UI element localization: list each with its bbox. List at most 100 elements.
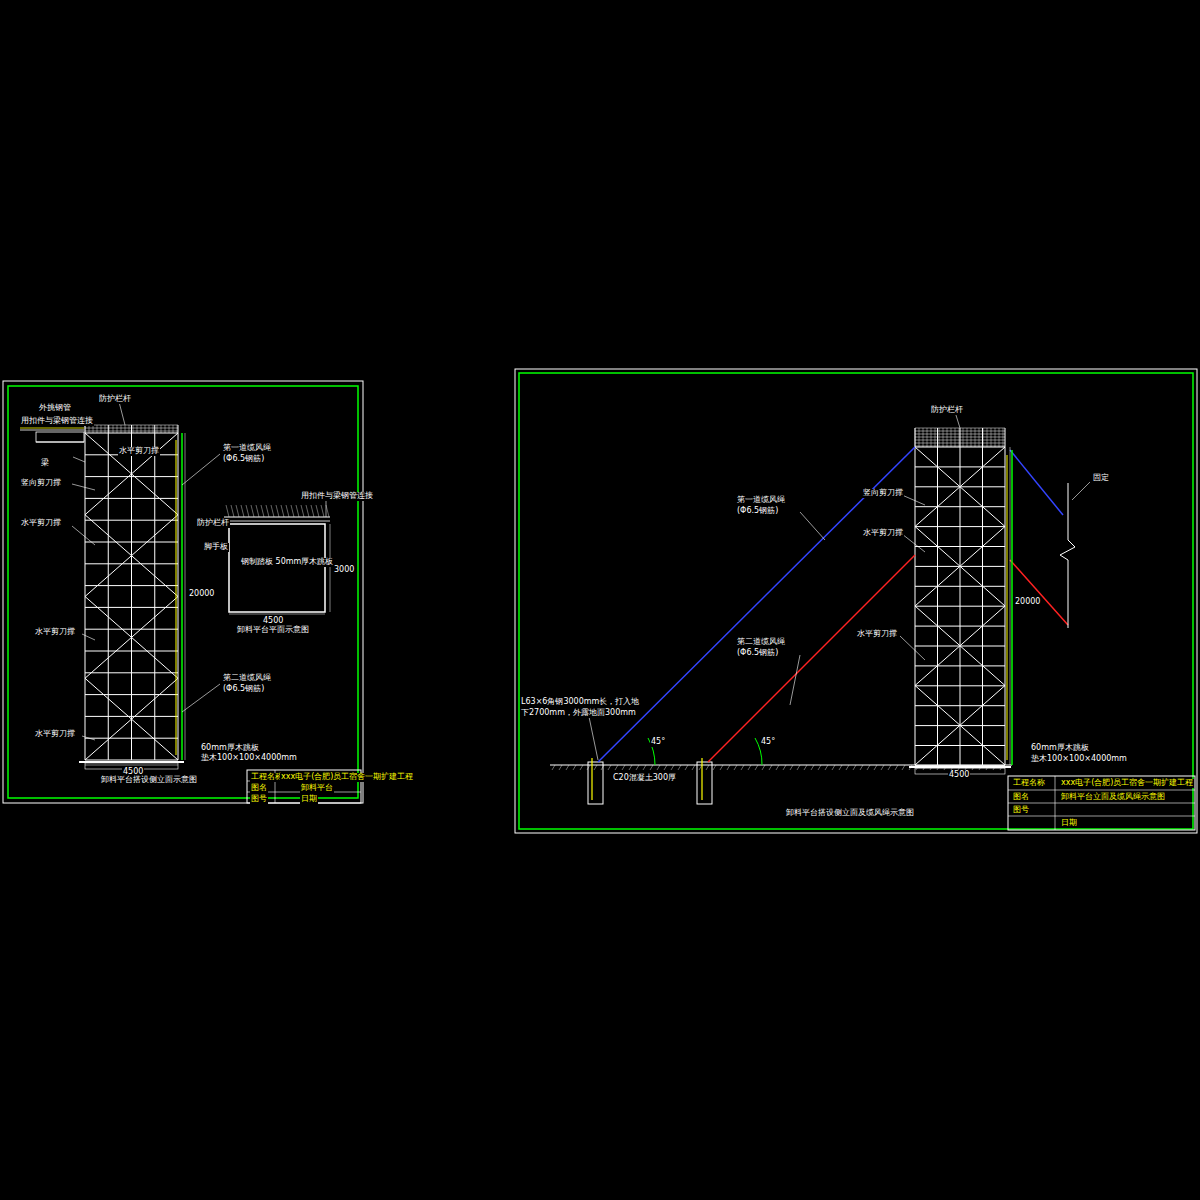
sheet-border: [519, 373, 1193, 829]
hatch: [226, 505, 229, 517]
drawing-label: 水平剪刀撑: [34, 730, 76, 739]
ground-hatch: [748, 765, 751, 770]
concrete-pit: [697, 762, 712, 804]
drawing-label: 竖向剪刀撑: [20, 479, 62, 488]
scaffold-ledger: [915, 506, 1005, 507]
guard-rail: [991, 428, 992, 447]
ground-hatch: [986, 765, 989, 770]
ground-hatch: [930, 765, 933, 770]
scaffold-ledger: [85, 563, 178, 564]
guard-rail: [915, 431, 1005, 432]
scaffold-ledger: [915, 685, 1005, 686]
ground-hatch: [727, 765, 730, 770]
scaffold-ledger: [915, 665, 1005, 666]
ground-hatch: [671, 765, 674, 770]
drawing-label: (Φ6.5钢筋): [222, 455, 265, 464]
dimension-line: [915, 768, 1005, 769]
guard-rail: [224, 521, 330, 522]
drawing-label: (Φ6.5钢筋): [736, 507, 779, 516]
ground-hatch: [608, 765, 611, 770]
guard-rail: [915, 446, 1005, 447]
drawing-label: 20000: [188, 590, 215, 599]
guy-rope-1: [1010, 450, 1063, 515]
concrete-pit: [588, 762, 603, 804]
guard-rail: [85, 425, 86, 433]
ground-line: [550, 765, 1012, 766]
table-rule: [1055, 776, 1056, 830]
ground-hatch: [951, 765, 954, 770]
scaffold-ledger: [915, 526, 1005, 527]
hatch: [321, 505, 324, 517]
ground-hatch: [937, 765, 940, 770]
ground-hatch: [552, 765, 555, 770]
drawing-label: 第一道缆风绳: [736, 496, 786, 505]
dimension-line: [185, 433, 186, 760]
guard-rail: [153, 425, 154, 433]
ground-hatch: [965, 765, 968, 770]
guard-rail: [979, 428, 980, 447]
scissor-brace: [915, 447, 1005, 527]
scaffold-ledger: [85, 607, 178, 608]
sheet-border: [8, 386, 358, 798]
leader-line: [800, 512, 825, 540]
drawing-label: 工程名称: [250, 773, 284, 782]
hatch: [281, 505, 284, 517]
scaffold-ledger: [85, 716, 178, 717]
drawing-label: 水平剪刀撑: [862, 529, 904, 538]
ground-hatch: [825, 765, 828, 770]
scissor-brace: [915, 606, 1005, 686]
hatch: [241, 505, 244, 517]
leader-line: [72, 484, 95, 490]
drawing-label: 外挑钢管: [38, 404, 72, 413]
ground-hatch: [636, 765, 639, 770]
scaffold-ledger: [915, 745, 1005, 746]
scaffold-ledger: [85, 498, 178, 499]
drawing-label: 水平剪刀撑: [118, 447, 160, 456]
scaffold-ledger: [85, 542, 178, 543]
beam: [36, 432, 84, 442]
scaffold-ledger: [915, 586, 1005, 587]
guard-rail: [915, 440, 1005, 441]
guard-rail: [919, 428, 920, 447]
scissor-brace: [85, 678, 178, 760]
scissor-brace: [915, 606, 1005, 686]
scaffold-ledger: [85, 760, 178, 761]
drawing-label: 3000: [333, 566, 355, 575]
scaffold-ledger: [85, 629, 178, 630]
drawing-label: 水平剪刀撑: [34, 628, 76, 637]
leader-line: [82, 736, 95, 740]
drawing-label: 钢制踏板 50mm厚木跳板: [240, 558, 334, 567]
guard-rail: [935, 428, 936, 447]
drawing-label: 日期: [1060, 819, 1078, 828]
ground-hatch: [846, 765, 849, 770]
scaffold-ledger: [915, 546, 1005, 547]
scissor-brace: [915, 447, 1005, 527]
guard-rail: [149, 425, 150, 433]
ground-hatch: [909, 765, 912, 770]
guard-rail: [951, 428, 952, 447]
guard-rail: [133, 425, 134, 433]
guard-rail: [915, 443, 1005, 444]
drawing-label: 卸料平台: [300, 784, 334, 793]
leader-line: [588, 712, 598, 760]
hatch: [236, 505, 239, 517]
ground-hatch: [713, 765, 716, 770]
dimension-line: [330, 524, 331, 612]
ground-hatch: [888, 765, 891, 770]
drawing-label: 60mm厚木跳板: [200, 744, 260, 753]
guard-rail: [915, 437, 1005, 438]
ground-hatch: [923, 765, 926, 770]
scaffold-pole: [108, 425, 109, 760]
beam: [36, 442, 84, 443]
leader-line: [82, 634, 95, 640]
ground-hatch: [860, 765, 863, 770]
guard-rail: [915, 434, 1005, 435]
guard-rail: [967, 428, 968, 447]
scaffold-pole: [982, 428, 983, 765]
drawing-label: 防护栏杆: [930, 406, 964, 415]
scaffold-pole: [937, 428, 938, 765]
drawing-label: 固定: [1092, 474, 1110, 483]
hatch: [306, 505, 309, 517]
guard-rail: [93, 425, 94, 433]
drawing-label: 水平剪刀撑: [856, 630, 898, 639]
